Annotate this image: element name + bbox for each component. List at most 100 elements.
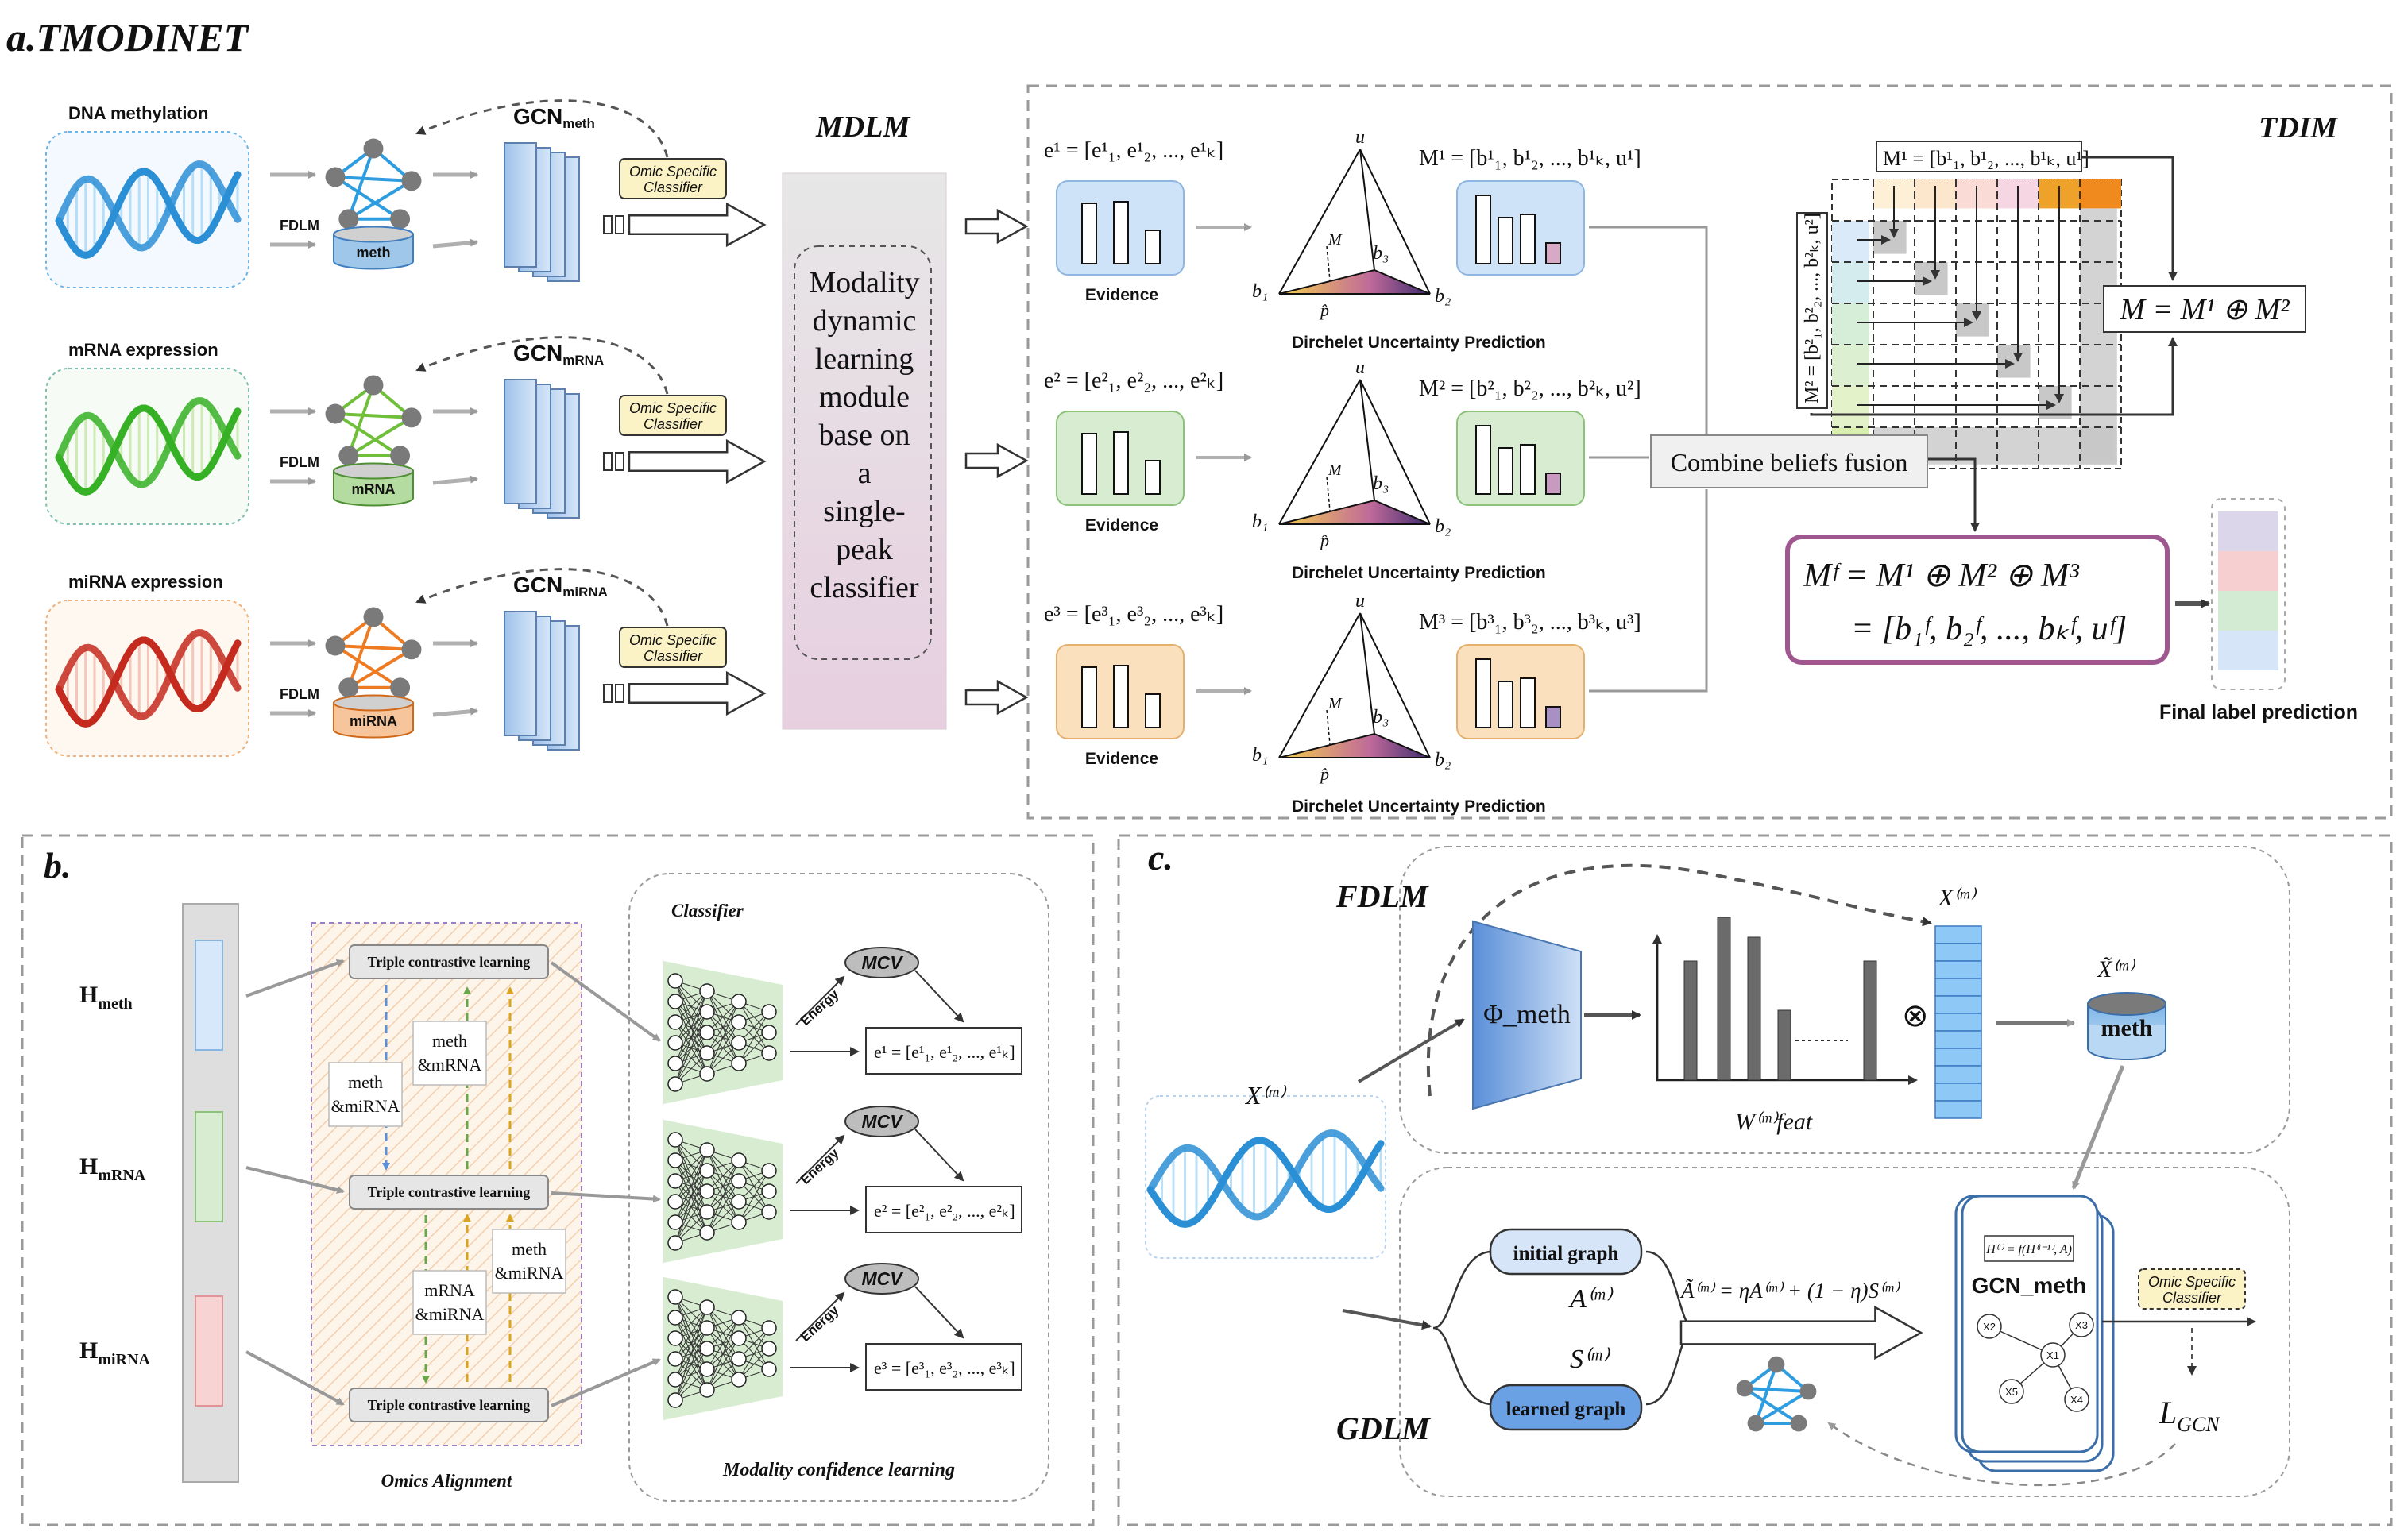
gcn-graph-node <box>2064 1387 2089 1412</box>
simplex-b3: b₃ <box>1373 707 1389 728</box>
matrix-left-cell <box>1832 345 1869 386</box>
mdlm-to-evidence-arrow <box>964 679 1029 716</box>
network-node <box>667 1056 683 1071</box>
belief-bar <box>1498 217 1513 264</box>
final-label-slot-2 <box>2218 551 2278 591</box>
mcv-to-evidence-arrow <box>914 1286 964 1339</box>
gcn-graph-node <box>2040 1342 2066 1368</box>
mcv-to-evidence-arrow <box>914 970 964 1023</box>
network-edge <box>738 1170 770 1223</box>
network-node <box>761 1320 777 1336</box>
graph-edge <box>334 644 401 689</box>
belief-bar <box>1475 195 1491 264</box>
evidence-bar <box>1113 665 1129 728</box>
omic-graph-icon <box>325 607 422 698</box>
network-edge <box>738 1011 770 1064</box>
graph-node <box>325 403 346 424</box>
classifier-output-arrow <box>628 202 767 248</box>
input-to-gdlm-arrow <box>1342 1309 1432 1330</box>
dna-helix-image <box>55 628 242 728</box>
triple-contrastive-label: Triple contrastive learning <box>368 954 531 970</box>
pair-label-line: &miRNA <box>415 1304 485 1324</box>
network-node <box>731 994 747 1009</box>
gcn-title-main: GCN <box>513 573 562 597</box>
gcn-title-sub: meth <box>562 116 595 131</box>
gcn-layer <box>504 611 537 736</box>
network-node <box>667 1235 683 1251</box>
network-node <box>731 1330 747 1346</box>
network-node <box>667 973 683 989</box>
h-label: HmiRNA <box>79 1337 150 1368</box>
pair-label-line: &mRNA <box>418 1055 482 1075</box>
matrix-top-cell <box>2080 179 2121 209</box>
embedding-bar <box>195 940 223 1051</box>
matrix-uncertainty-col <box>2080 208 2117 465</box>
simplex-u: u <box>1355 591 1365 612</box>
network-edge <box>674 1348 708 1401</box>
network-node <box>761 1025 777 1040</box>
graph-node <box>1747 1415 1764 1432</box>
network-edge <box>706 1160 740 1233</box>
network-node <box>667 1076 683 1092</box>
network-edge <box>674 990 708 1044</box>
network-edge <box>674 990 708 1064</box>
dna-strand <box>55 628 242 720</box>
w-feat-label: W⁽ᵐ⁾feat <box>1735 1109 1813 1135</box>
triple-contrastive-label: Triple contrastive learning <box>368 1184 531 1200</box>
meth-to-gcn-arrow <box>2071 1065 2125 1190</box>
evidence-bar <box>1145 230 1161 264</box>
graph-node <box>338 209 359 230</box>
mdlm-inner-dashed <box>794 245 932 660</box>
mdlm-title: MDLM <box>815 110 910 144</box>
h-to-triple-arrow <box>245 1166 345 1194</box>
network-edge <box>674 1149 708 1223</box>
graph-node <box>401 639 422 660</box>
panel-c-region <box>1117 834 2393 1526</box>
network-edge <box>674 1149 708 1202</box>
triple-contrastive-label: Triple contrastive learning <box>368 1397 531 1413</box>
gcn-layer-stack <box>504 611 580 751</box>
s-m-label: S⁽ᵐ⁾ <box>1570 1345 1611 1374</box>
mcv-label: MCV <box>861 952 903 973</box>
network-edge <box>674 1191 708 1244</box>
simplex-b2: b₂ <box>1435 286 1451 307</box>
classifier-title: Classifier <box>671 901 744 921</box>
matrix-diag-cell <box>1997 345 2031 378</box>
dirichlet-label: Dirchelet Uncertainty Prediction <box>1292 564 1546 582</box>
network-node <box>699 1361 715 1377</box>
feature-vector-cell <box>1934 1083 1982 1102</box>
energy-arrow <box>795 975 845 1025</box>
network-edge <box>674 1327 708 1401</box>
network-node <box>667 1035 683 1051</box>
belief-bar <box>1475 658 1491 728</box>
cylinder-top <box>333 694 414 712</box>
classifier-label-1: Omic Specific <box>629 164 717 179</box>
gcn-graph-node <box>2069 1312 2094 1337</box>
graph-edge <box>1743 1387 1800 1425</box>
network-node <box>731 1014 747 1030</box>
evidence-bar <box>1081 203 1097 264</box>
evidence-formula: e¹ = [e¹₁, e¹₂, ..., e¹ₖ] <box>1044 138 1223 163</box>
m2-to-fuse-arrow <box>1810 337 2178 416</box>
graph-node <box>363 138 384 159</box>
gcn-graph-node-label: X1 <box>2046 1349 2059 1361</box>
simplex-m: M <box>1328 461 1343 479</box>
graph-edge <box>346 384 375 457</box>
belief-bar <box>1520 677 1536 728</box>
network-bg <box>663 1277 783 1420</box>
classifier-box <box>619 395 727 436</box>
dirichlet-label: Dirchelet Uncertainty Prediction <box>1292 797 1546 816</box>
network-node <box>667 1372 683 1388</box>
evidence-formula-box <box>865 1027 1022 1075</box>
feature-vector-cell <box>1934 1100 1982 1119</box>
phi-encoder <box>1472 920 1582 1110</box>
network-node <box>699 1025 715 1040</box>
belief-fusion-matrix: M¹ = [b¹₁, b¹₂, ..., b¹ₖ, u¹]M² = [b²₁, … <box>1796 141 2210 608</box>
learned-graph-pill <box>1489 1384 1643 1431</box>
graph-node <box>1790 1415 1807 1432</box>
final-label-slot-4 <box>2218 631 2278 670</box>
network-node <box>761 1361 777 1377</box>
